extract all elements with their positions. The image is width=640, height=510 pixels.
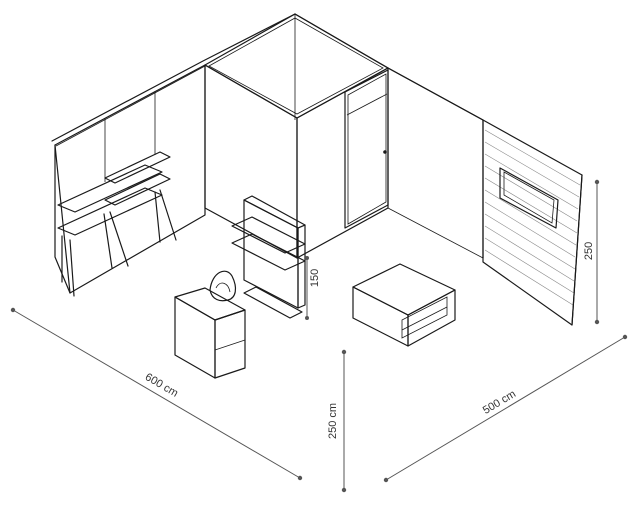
- display-stand: [231, 195, 306, 319]
- storage-room: [204, 13, 389, 259]
- back-left-wall: [51, 13, 296, 294]
- dim-width: [10, 307, 303, 481]
- width-label: 600 cm: [143, 371, 180, 400]
- reception-counter: [174, 287, 246, 379]
- dim-wall-height: [594, 179, 600, 325]
- counter-height-label: 150: [309, 269, 321, 287]
- dim-height: [341, 349, 347, 493]
- slat-lines: [484, 129, 581, 306]
- coffee-table: [352, 263, 456, 347]
- wall-shelving: [57, 151, 177, 297]
- dim-depth: [383, 334, 628, 483]
- height-label: 250 cm: [327, 403, 339, 439]
- chair: [209, 270, 237, 302]
- dim-counter-height: [305, 256, 309, 320]
- wall-height-label: 250: [583, 242, 595, 260]
- back-right-wall: [294, 13, 583, 326]
